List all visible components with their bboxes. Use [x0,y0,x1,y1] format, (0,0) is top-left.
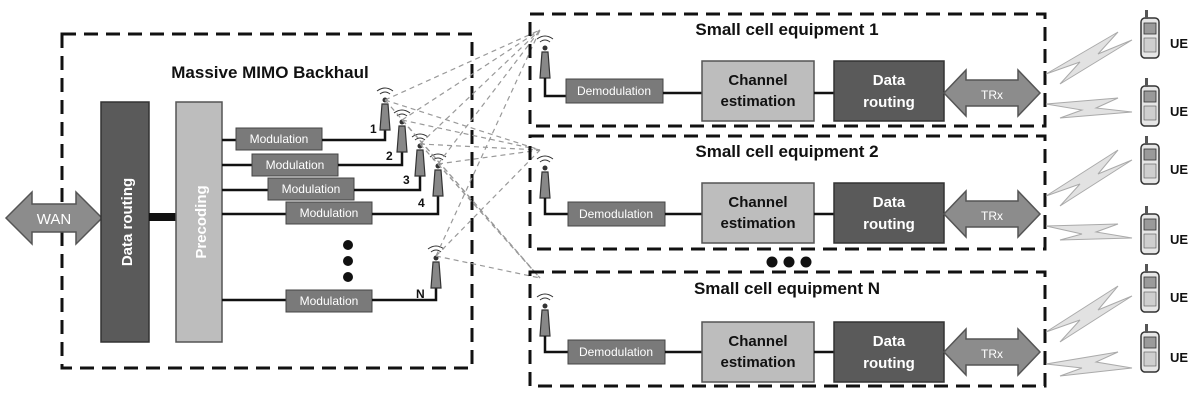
wan-label: WAN [37,211,71,228]
modulation-block-4: Modulation [285,201,373,225]
antenna-number-2: 2 [386,149,393,163]
antenna-number-1: 1 [370,122,377,136]
backhaul-frame [60,32,474,370]
wireless-links [384,29,541,279]
data-routing-block-1 [833,60,945,122]
channel-estimation-block-2 [701,182,815,244]
modulation-block-3: Modulation [267,177,355,201]
precoding-label: Precoding [193,185,210,258]
tx-antenna-4 [429,153,447,197]
demodulation-block-2 [567,201,666,227]
ue-label-4: UE [1170,232,1188,247]
ue-phone-1 [1140,9,1160,59]
ue-phone-5 [1140,263,1160,313]
svg-text:Modulation: Modulation [300,294,359,308]
ue-phone-4 [1140,205,1160,255]
ue-label-3: UE [1170,162,1188,177]
antenna-feeds [322,130,440,302]
svg-text:routing: routing [863,355,915,372]
svg-text:estimation: estimation [720,215,795,232]
modulation-block-n: Modulation [285,289,373,313]
ue-phone-2 [1140,77,1160,127]
svg-text:Data: Data [873,194,906,211]
lightning-links [1045,31,1133,377]
svg-text:Channel: Channel [728,72,787,89]
svg-text:Modulation: Modulation [266,158,325,172]
ue-phone-3 [1140,135,1160,185]
trx-arrow-2[interactable] [942,189,1042,239]
tx-antenna-n [427,245,445,289]
precoding-block [175,101,223,343]
svg-text:Channel: Channel [728,194,787,211]
channel-estimation-block-n [701,321,815,383]
svg-text:TRx: TRx [981,347,1003,361]
svg-text:routing: routing [863,94,915,111]
data-routing-block-2 [833,182,945,244]
svg-text:Demodulation: Demodulation [577,84,651,98]
small-cell-n: Small cell equipment N Demodulation Chan… [528,270,1047,388]
backhaul-title: Massive MIMO Backhaul [171,63,368,82]
small-cell-1-title: Small cell equipment 1 [695,20,878,39]
svg-text:Channel: Channel [728,333,787,350]
demodulation-block-n [567,339,666,365]
trx-arrow-1[interactable] [942,68,1042,118]
ue-label-1: UE [1170,36,1188,51]
small-cell-1: Small cell equipment 1 Demodulation Chan… [528,12,1047,128]
modulation-block-1: Modulation [235,127,323,151]
data-routing-block-n [833,321,945,383]
ue-label-5: UE [1170,290,1188,305]
ue-phone-6 [1140,323,1160,373]
svg-text:Data: Data [873,333,906,350]
svg-text:TRx: TRx [981,209,1003,223]
ue-label-2: UE [1170,104,1188,119]
antenna-number-n: N [416,287,425,301]
svg-text:routing: routing [863,216,915,233]
small-cell-n-title: Small cell equipment N [694,279,880,298]
modulation-block-2: Modulation [251,153,339,177]
svg-text:Demodulation: Demodulation [579,207,653,221]
svg-text:Data: Data [873,72,906,89]
ue-label-6: UE [1170,350,1188,365]
demodulation-block-1 [565,78,664,104]
small-cell-2: Small cell equipment 2 Demodulation Chan… [528,134,1047,251]
antenna-number-4: 4 [418,196,425,210]
cell-ellipsis [766,256,812,268]
antenna-number-3: 3 [403,173,410,187]
data-routing-block [100,101,150,343]
channel-estimation-block-1 [701,60,815,122]
svg-text:Modulation: Modulation [250,132,309,146]
tx-antenna-2 [393,109,411,153]
svg-text:estimation: estimation [720,354,795,371]
routing-bus [149,213,177,221]
svg-text:Demodulation: Demodulation [579,345,653,359]
svg-text:TRx: TRx [981,88,1003,102]
modulation-ellipsis [343,240,353,282]
svg-text:Modulation: Modulation [300,206,359,220]
data-routing-label: Data routing [119,178,136,266]
svg-text:Modulation: Modulation [282,182,341,196]
tx-antenna-1 [376,87,394,131]
precoding-links [222,138,286,302]
small-cell-2-title: Small cell equipment 2 [695,142,878,161]
trx-arrow-n[interactable] [942,327,1042,377]
svg-text:estimation: estimation [720,93,795,110]
